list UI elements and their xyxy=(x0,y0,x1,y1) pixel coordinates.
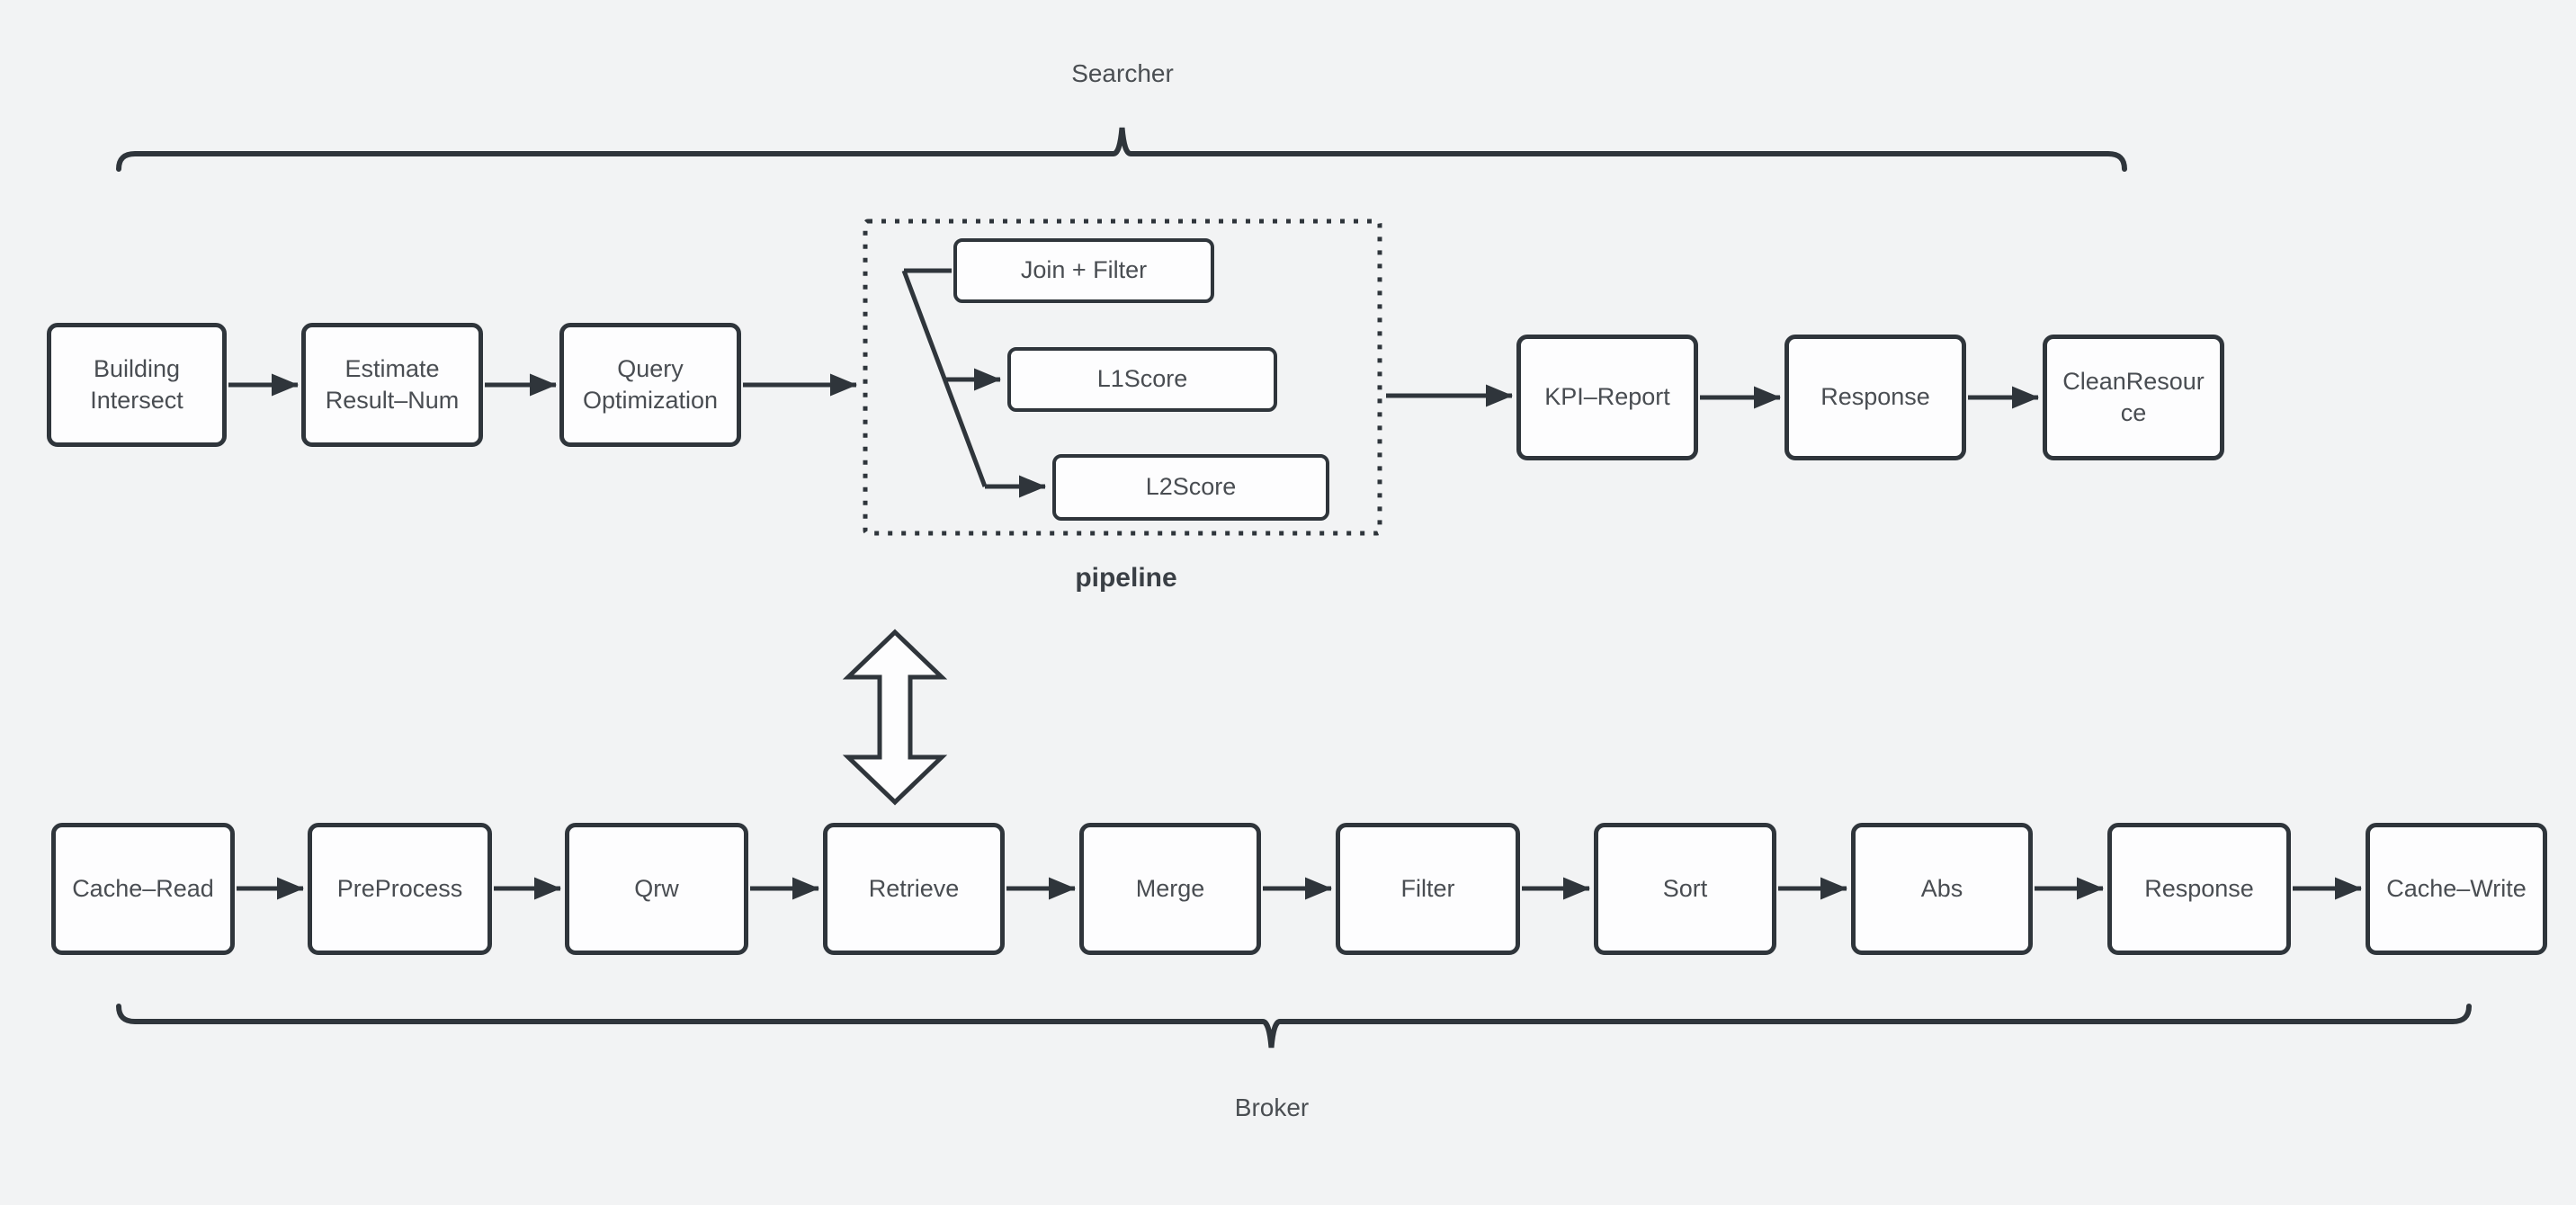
pipeline-label: pipeline xyxy=(1075,563,1177,593)
node-cleanresource: CleanResource xyxy=(2043,335,2224,460)
broker-section-label: Broker xyxy=(1234,1093,1310,1121)
node-label: Cache–Write xyxy=(2386,874,2527,902)
node-label: Abs xyxy=(1920,874,1963,902)
searcher-section-label: Searcher xyxy=(1071,59,1174,87)
node-label: Qrw xyxy=(634,874,679,902)
node-sort: Sort xyxy=(1594,823,1776,955)
node-preprocess: PreProcess xyxy=(308,823,492,955)
broker-brace xyxy=(116,1004,2472,1049)
node-building-intersect: Building Intersect xyxy=(47,323,227,447)
node-estimate-result-num: Estimate Result–Num xyxy=(301,323,483,447)
node-label: CleanResource xyxy=(2062,367,2205,426)
node-label: Cache–Read xyxy=(72,874,214,902)
node-label: PreProcess xyxy=(336,874,463,902)
node-l1score: L1Score xyxy=(1007,347,1277,412)
node-query-optimization: Query Optimization xyxy=(559,323,741,447)
node-label: L2Score xyxy=(1145,473,1237,501)
node-cache-read: Cache–Read xyxy=(51,823,235,955)
node-label: Response xyxy=(1820,383,1930,411)
node-label: Estimate Result–Num xyxy=(325,354,460,414)
node-label: Query Optimization xyxy=(582,354,719,414)
node-label: Building Intersect xyxy=(90,354,183,414)
node-label: L1Score xyxy=(1096,365,1188,393)
node-label: Response xyxy=(2144,874,2254,902)
node-label: Join + Filter xyxy=(1020,256,1148,284)
node-response-searcher: Response xyxy=(1784,335,1966,460)
node-merge: Merge xyxy=(1079,823,1261,955)
node-retrieve: Retrieve xyxy=(823,823,1005,955)
node-l2score: L2Score xyxy=(1052,454,1329,521)
bidirectional-arrow-icon xyxy=(842,629,948,806)
node-filter: Filter xyxy=(1336,823,1520,955)
node-label: Merge xyxy=(1135,874,1205,902)
node-label: Filter xyxy=(1400,874,1455,902)
node-abs: Abs xyxy=(1851,823,2033,955)
searcher-brace xyxy=(116,127,2127,172)
node-kpi-report: KPI–Report xyxy=(1516,335,1698,460)
node-label: Retrieve xyxy=(868,874,960,902)
node-label: Sort xyxy=(1662,874,1708,902)
node-response-broker: Response xyxy=(2107,823,2291,955)
node-join-filter: Join + Filter xyxy=(953,238,1214,303)
node-label: KPI–Report xyxy=(1544,383,1670,411)
node-qrw: Qrw xyxy=(565,823,748,955)
node-cache-write: Cache–Write xyxy=(2366,823,2547,955)
